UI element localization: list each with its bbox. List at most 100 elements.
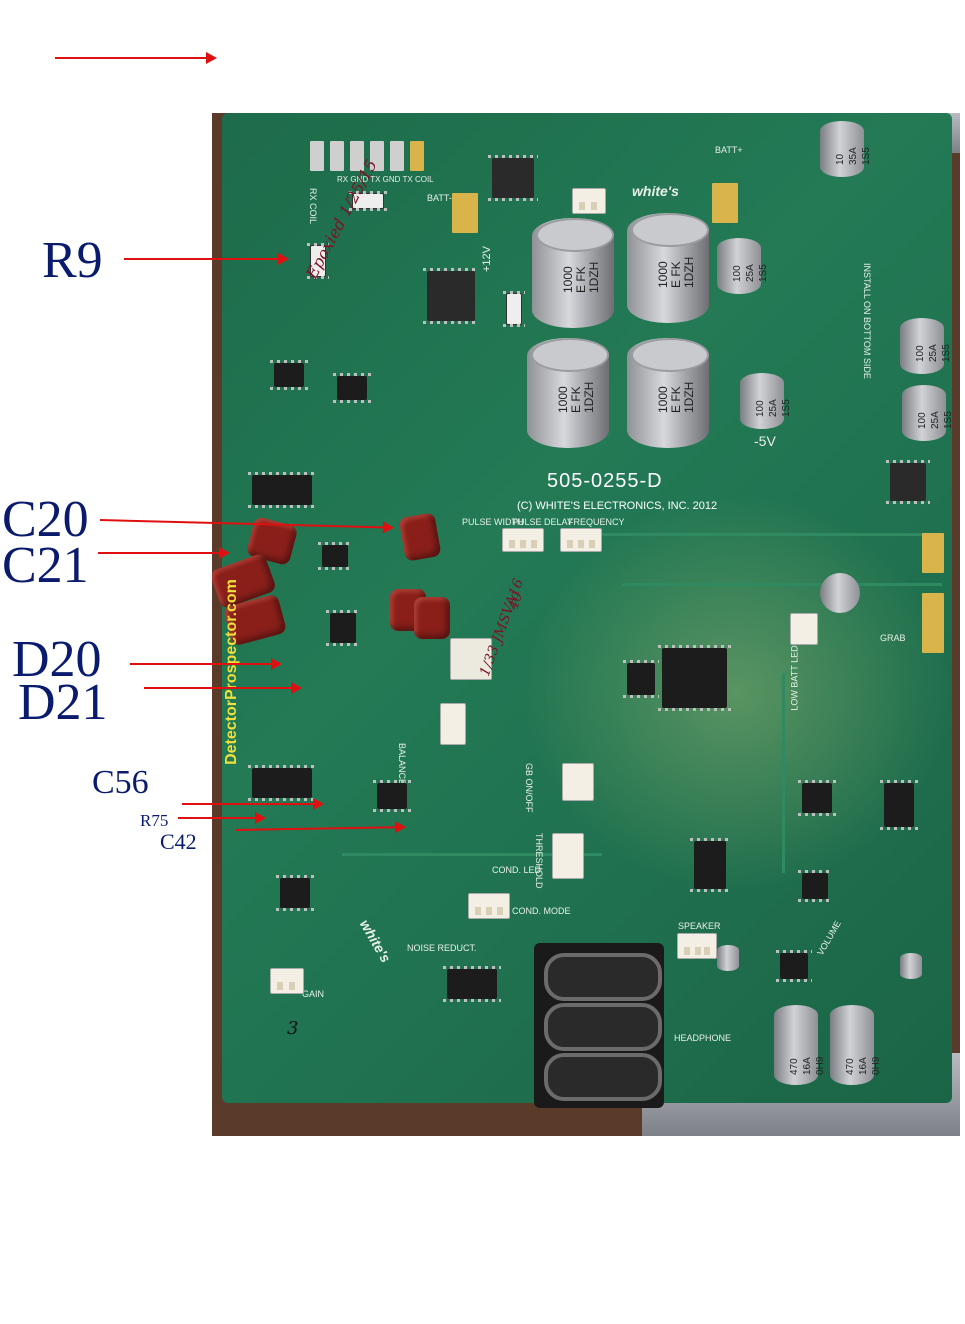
- silk-cond-led: COND. LED: [492, 865, 542, 875]
- edge-contacts: [922, 593, 944, 653]
- capacitor-10uf: 10 35A 1S5: [820, 121, 872, 177]
- silk-volume: VOLUME: [815, 919, 843, 957]
- arrow-c56: [182, 798, 324, 810]
- connector: [572, 188, 606, 214]
- silk-plus-12v: +12V: [481, 246, 493, 272]
- part-number: 505-0255-D: [547, 470, 663, 492]
- silk-batt-minus: BATT-: [427, 193, 452, 203]
- connector-grab: [790, 613, 818, 645]
- connector-speaker: [677, 933, 717, 959]
- silk-noise-reduct: NOISE REDUCT.: [407, 943, 477, 953]
- silk-gain: GAIN: [302, 989, 325, 999]
- silk-brand-bottom: white's: [356, 916, 395, 966]
- connector-cond-mode: [468, 893, 510, 919]
- capacitor-1000uf: 1000 E FK 1DZH: [532, 218, 614, 328]
- ic-chip: [373, 780, 411, 812]
- headphone-jack: [534, 943, 664, 1108]
- capacitor-small: [820, 573, 860, 613]
- silk-pulse-width: PULSE WIDTH: [462, 517, 524, 527]
- label-r9: R9: [42, 232, 103, 289]
- connector-threshold: [552, 833, 584, 879]
- capacitor-1000uf: 1000 E FK 1DZH: [627, 213, 709, 323]
- power-resistor: [503, 291, 525, 327]
- ic-chip: [776, 950, 812, 982]
- pot-balance: [450, 638, 492, 680]
- handwritten-number-bottom: 3: [287, 1018, 299, 1039]
- coil-pad: [390, 141, 404, 171]
- arrow-r9: [124, 253, 289, 265]
- silk-headphone: HEADPHONE: [674, 1033, 732, 1043]
- label-c20: C20: [2, 491, 89, 548]
- label-d21: D21: [18, 674, 108, 731]
- arrow-r75: [178, 812, 266, 824]
- ic-chip: [318, 542, 352, 570]
- ic-chip: [690, 838, 730, 892]
- silk-brand-top: white's: [632, 183, 679, 199]
- trace: [342, 853, 602, 856]
- trace: [602, 533, 942, 536]
- arrow-c21: [98, 547, 230, 559]
- label-d20: D20: [12, 631, 102, 688]
- connector-gain: [270, 968, 304, 994]
- ic-chip: [880, 780, 918, 830]
- ic-chip: [798, 870, 832, 902]
- connector-balance: [440, 703, 466, 745]
- watermark: DetectorProspector.com: [223, 579, 240, 765]
- ic-chip: [333, 373, 371, 403]
- capacitor-1000uf: 1000 E FK 1DZH: [627, 338, 709, 448]
- silk-batt-plus: BATT+: [715, 145, 743, 155]
- ic-chip: [248, 765, 316, 801]
- silk-rx-coil: RX COIL: [308, 188, 318, 225]
- coil-pad: [310, 141, 324, 171]
- label-c42: C42: [160, 829, 197, 854]
- connector-frequency: [560, 528, 602, 552]
- capacitor-red: [414, 597, 450, 639]
- ic-chip: [658, 645, 731, 711]
- silk-pulse-delay: PULSE DELAY: [512, 517, 573, 527]
- circuit-board: RX COIL RX GND TX GND TX COIL BATT- BATT…: [212, 113, 954, 1108]
- silk-low-batt: LOW BATT LED: [789, 645, 800, 711]
- label-c21: C21: [2, 537, 89, 594]
- capacitor-small: [900, 953, 922, 979]
- silk-threshold: THRESHOLD: [534, 833, 544, 889]
- top-arrow: [55, 52, 217, 64]
- copyright: (C) WHITE'S ELECTRONICS, INC. 2012: [517, 500, 718, 512]
- ic-chip: [623, 660, 659, 698]
- capacitor-470uf: 470 16A 0H9: [830, 1005, 882, 1085]
- silk-grab: GRAB: [880, 633, 906, 643]
- ic-chip: [270, 360, 308, 390]
- coil-pad: [330, 141, 344, 171]
- capacitor-100uf: 100 25A 1S5: [900, 318, 952, 374]
- coil-pad: [370, 141, 384, 171]
- ic-chip: [276, 875, 314, 911]
- label-r75: R75: [140, 811, 169, 830]
- capacitor-c20: [398, 512, 442, 562]
- capacitor-100uf: 100 25A 1S5: [740, 373, 792, 429]
- capacitor-100uf: 100 25A 1S5: [902, 385, 954, 441]
- batt-pad: [410, 141, 424, 171]
- batt-pad: [452, 193, 478, 233]
- resistor-r9: [307, 243, 329, 279]
- arrow-d21: [144, 682, 302, 694]
- handwritten-note-mid: 1/33 JMSVA16: [477, 576, 528, 679]
- silk-gb-onoff: GB ON/OFF: [524, 763, 534, 813]
- silk-balance: BALANCE: [397, 743, 407, 786]
- connector-pulse-delay: [502, 528, 544, 552]
- label-c56: C56: [92, 764, 149, 801]
- ic-chip: [248, 472, 316, 508]
- trace: [622, 583, 942, 586]
- coil-pad: [350, 141, 364, 171]
- ic-chip: [326, 610, 360, 646]
- regulator: [488, 155, 538, 201]
- silk-minus-5v: -5V: [754, 433, 776, 449]
- capacitor-small: [717, 945, 739, 971]
- silk-cond-mode: COND. MODE: [512, 906, 571, 916]
- edge-contacts: [922, 533, 944, 573]
- regulator: [423, 268, 479, 324]
- ic-chip: [798, 780, 836, 816]
- capacitor-100uf: 100 25A 1S5: [717, 238, 769, 294]
- arrow-d20: [130, 658, 282, 670]
- silk-frequency: FREQUENCY: [568, 517, 625, 527]
- ic-chip: [443, 966, 501, 1002]
- silk-install-bottom: INSTALL ON BOTTOM SIDE: [862, 263, 872, 379]
